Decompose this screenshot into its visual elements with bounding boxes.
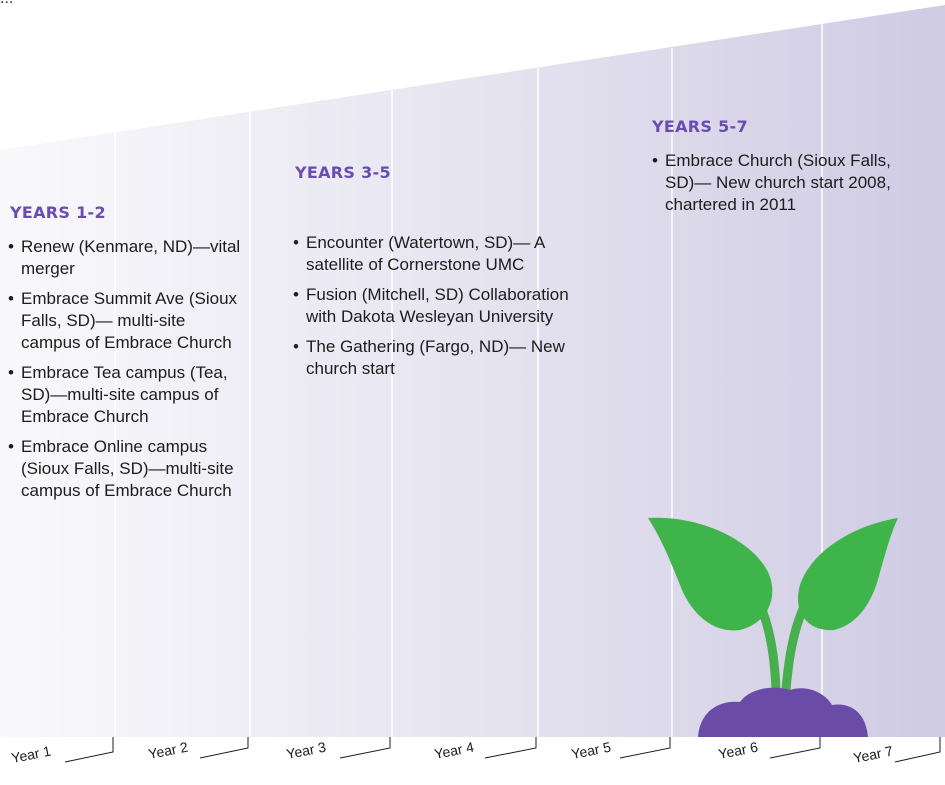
- phase-title-years-3-5: YEARS 3-5: [295, 163, 391, 182]
- list-item: Embrace Summit Ave (Sioux Falls, SD)— mu…: [8, 288, 243, 354]
- phase-list-years-3-5: Encounter (Watertown, SD)— A satellite o…: [293, 232, 593, 388]
- sprout-icon: [648, 517, 898, 737]
- list-item: Fusion (Mitchell, SD) Collaboration with…: [293, 284, 593, 328]
- right-leaf: [797, 518, 898, 631]
- column-dividers: [114, 24, 823, 737]
- phase-title-years-1-2: YEARS 1-2: [10, 203, 106, 222]
- phase-list-years-1-2: Renew (Kenmare, ND)—vital merger Embrace…: [8, 236, 243, 510]
- list-item: Renew (Kenmare, ND)—vital merger: [8, 236, 243, 280]
- list-item: Encounter (Watertown, SD)— A satellite o…: [293, 232, 593, 276]
- left-leaf: [648, 517, 773, 631]
- phase-title-years-5-7: YEARS 5-7: [652, 117, 748, 136]
- list-item: Embrace Online campus (Sioux Falls, SD)—…: [8, 436, 243, 502]
- cropped-top-text: ...: [0, 0, 13, 8]
- soil-mound: [698, 687, 868, 737]
- list-item: The Gathering (Fargo, ND)— New church st…: [293, 336, 593, 380]
- list-item: Embrace Church (Sioux Falls, SD)— New ch…: [652, 150, 897, 216]
- phase-list-years-5-7: Embrace Church (Sioux Falls, SD)— New ch…: [652, 150, 897, 224]
- list-item: Embrace Tea campus (Tea, SD)—multi-site …: [8, 362, 243, 428]
- year-axis: [64, 737, 941, 763]
